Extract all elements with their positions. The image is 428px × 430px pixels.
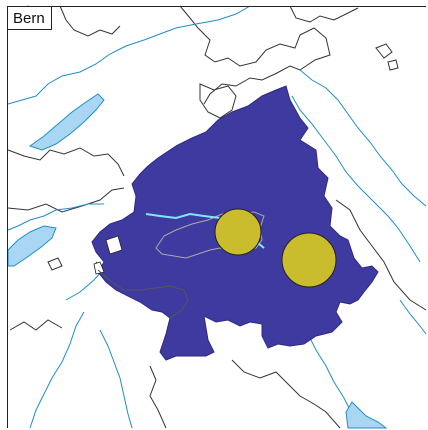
river-east-edge <box>399 299 427 335</box>
marker-2[interactable] <box>281 232 337 288</box>
border-line-south-2 <box>231 359 341 429</box>
map-title: Bern <box>7 6 52 30</box>
border-line-north <box>179 5 331 105</box>
border-line-west-2 <box>7 187 125 213</box>
markers[interactable] <box>214 208 337 288</box>
lake-neuchatel-part <box>7 225 57 267</box>
border-line-northeast <box>289 5 359 23</box>
marker-1[interactable] <box>214 208 262 256</box>
admin-borders <box>7 5 427 429</box>
river-tributary-southwest <box>29 311 85 429</box>
lake-thun-part <box>345 401 388 429</box>
region-notch-west-2 <box>93 261 105 275</box>
border-line-south <box>149 365 167 429</box>
border-line-west-enclave <box>47 257 63 271</box>
region-border-inner <box>97 269 189 319</box>
region-notch-west <box>105 235 123 255</box>
river-tributary-south <box>99 329 133 429</box>
lakes <box>7 5 388 429</box>
lake-biel <box>28 93 105 151</box>
border-line-west <box>7 147 125 177</box>
border-line-north-2 <box>199 83 237 119</box>
city-outline <box>155 211 265 259</box>
river-tributary-west <box>7 203 104 231</box>
river-aare-upper <box>7 5 251 105</box>
border-line-east-2 <box>375 43 393 59</box>
border-line-southwest <box>9 319 63 331</box>
border-line-east <box>335 199 427 311</box>
river-tributary-ne <box>299 69 427 207</box>
border-line-northwest <box>59 5 121 37</box>
river-tributary-north <box>291 95 421 263</box>
border-line-east-3 <box>387 59 399 71</box>
